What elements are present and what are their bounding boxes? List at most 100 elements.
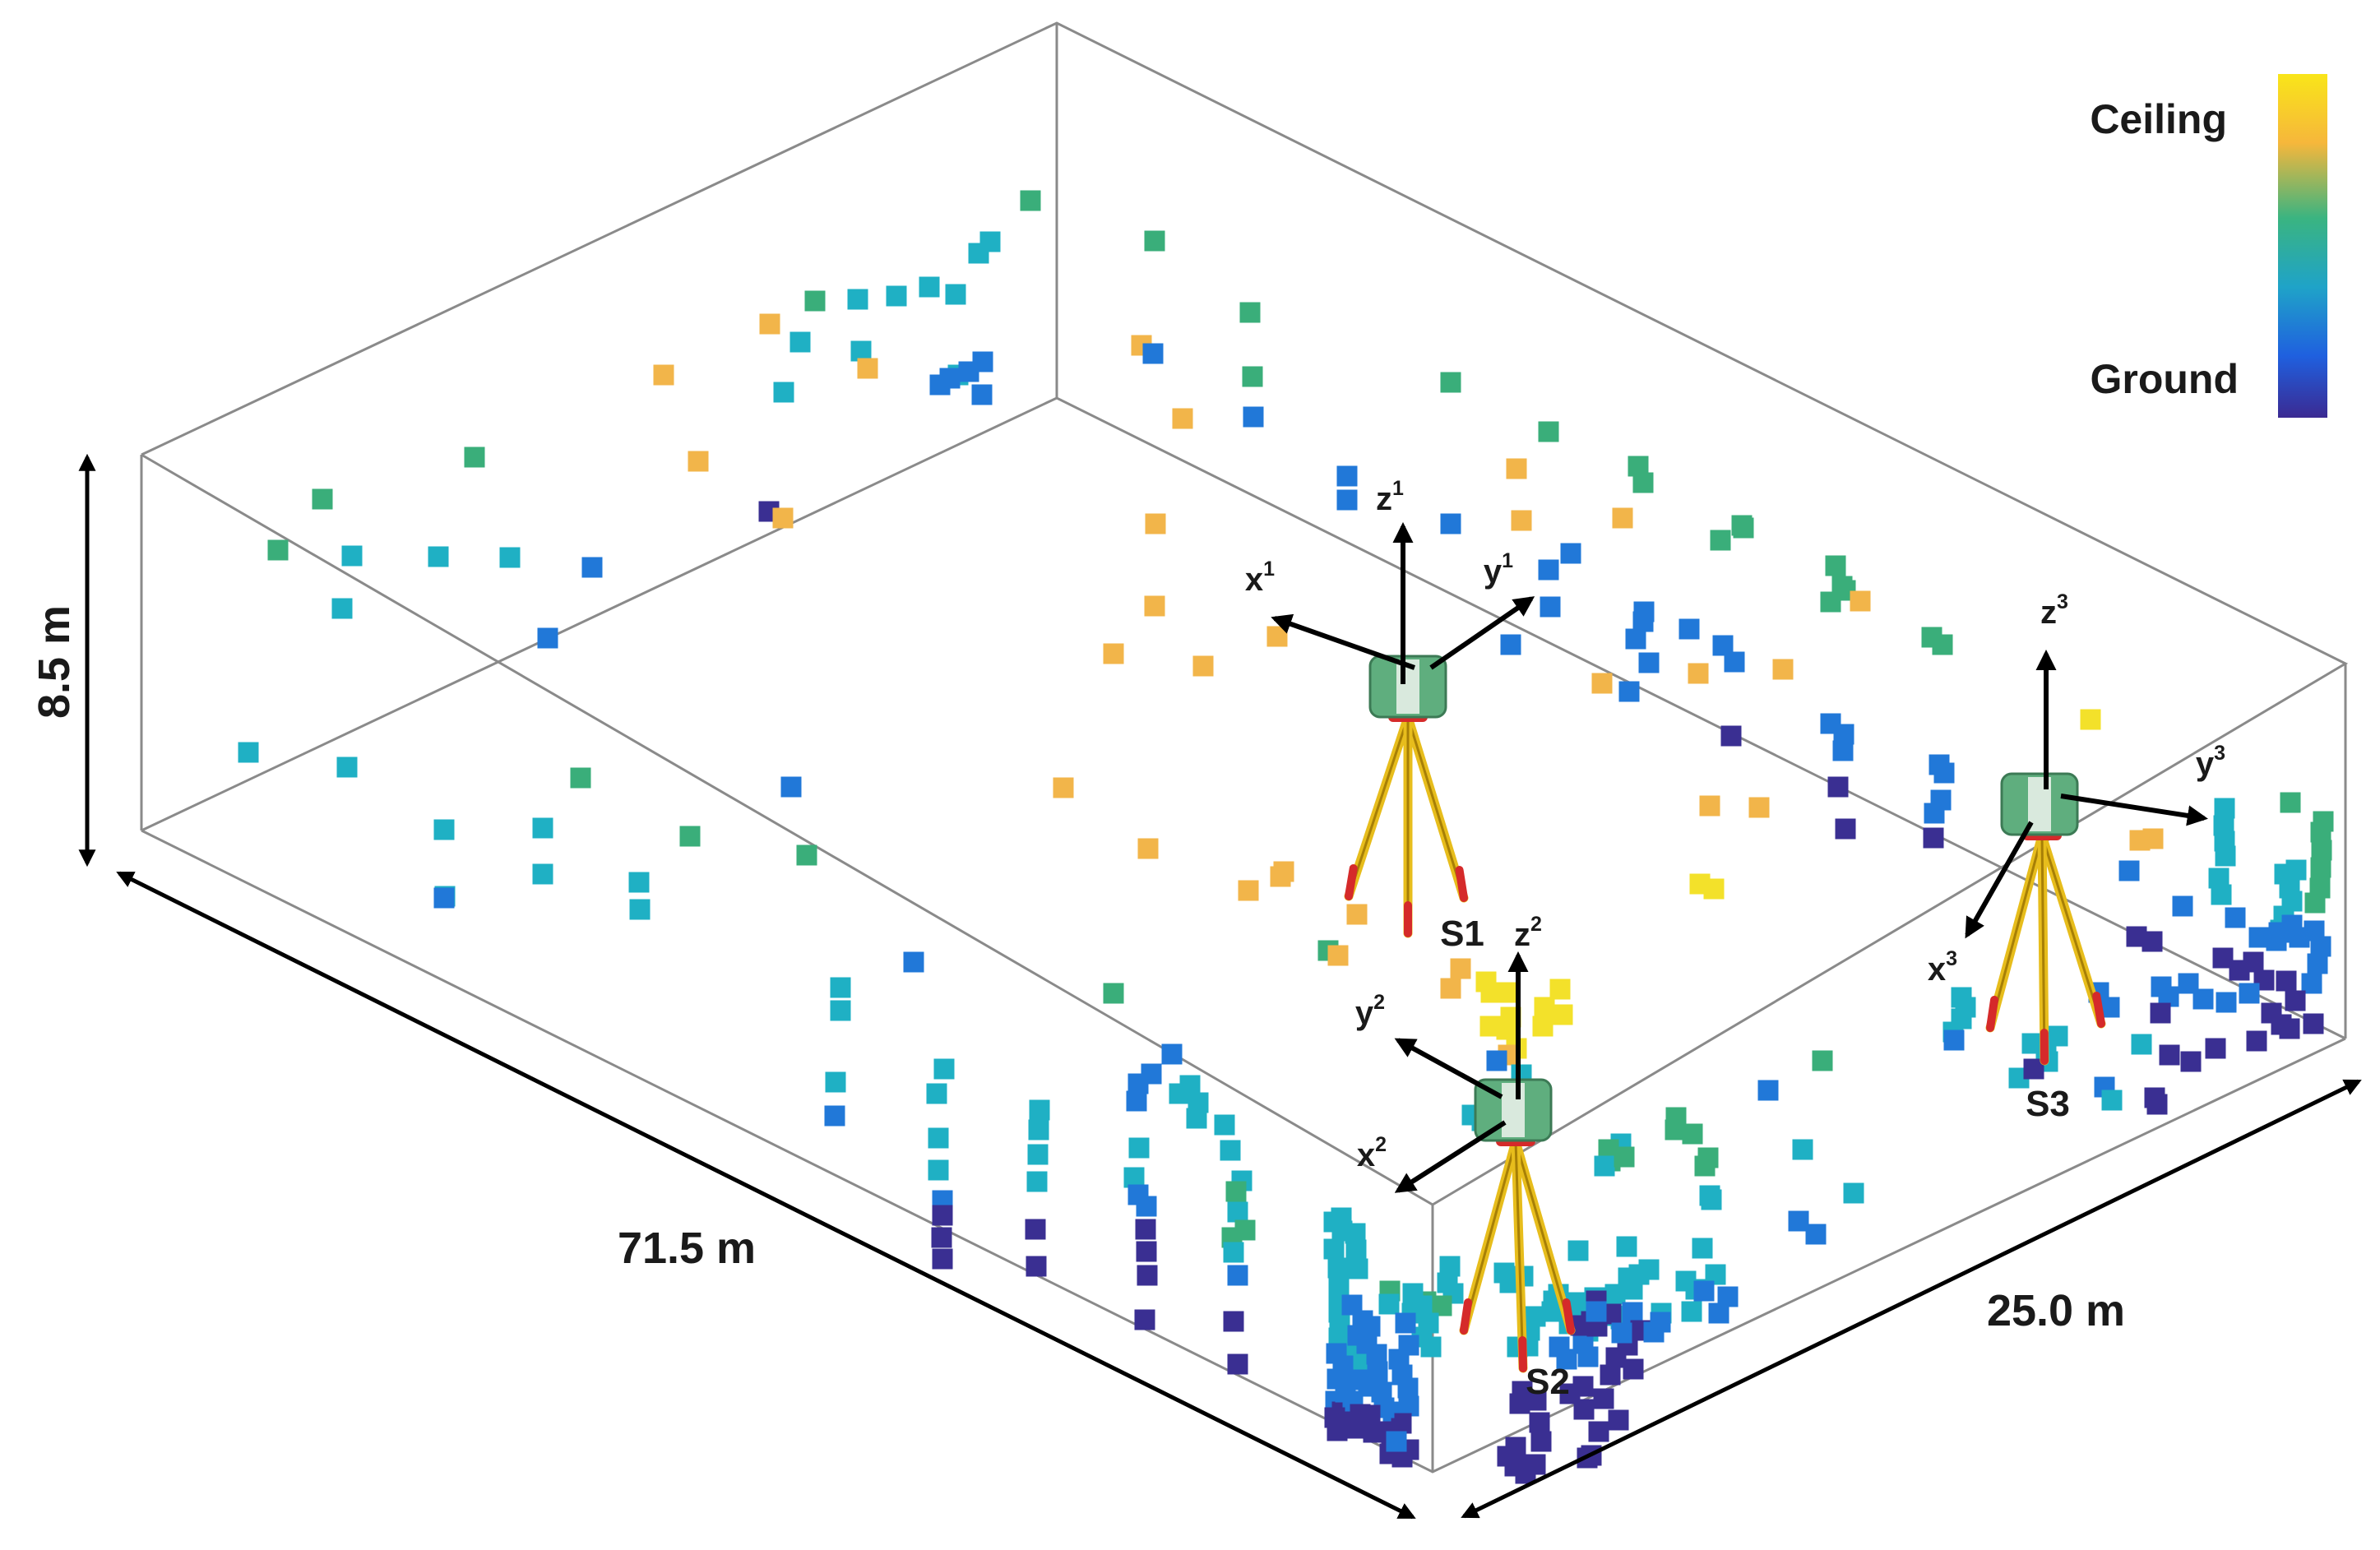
scan-point (238, 742, 259, 763)
scan-point (267, 539, 289, 561)
scan-point (2280, 792, 2301, 813)
scan-point (1486, 1050, 1507, 1071)
scan-point (1534, 997, 1555, 1018)
scan-point (532, 817, 553, 839)
scan-point (1327, 1257, 1349, 1279)
axis-label-y2: y2 (1355, 991, 1385, 1031)
tripod-foot (1562, 1298, 1575, 1335)
scan-point (1420, 1336, 1442, 1358)
axis-label-base: x (1928, 951, 1946, 988)
station-label: S3 (2026, 1084, 2070, 1124)
scan-point (2146, 1094, 2168, 1115)
scan-point (1266, 626, 1288, 647)
tripod-foot (2092, 992, 2105, 1028)
scan-point (1625, 628, 1646, 650)
scan-point (1588, 1421, 1609, 1442)
scan-point (825, 1071, 846, 1093)
axis-label-superscript: 1 (1392, 477, 1404, 500)
scan-point (1733, 517, 1754, 539)
scan-point (2304, 892, 2326, 914)
scan-point (886, 285, 907, 307)
scan-point (1681, 1301, 1702, 1322)
length-dimension-arrow (116, 871, 1416, 1520)
scan-point (1126, 1090, 1147, 1112)
axis-label-superscript: 1 (1263, 558, 1275, 581)
scan-point (2142, 931, 2163, 952)
axis-label-y3: y3 (2196, 742, 2225, 782)
scan-point (1500, 634, 1521, 655)
scan-point (1549, 1336, 1570, 1358)
scanner-mirror (1502, 1083, 1525, 1137)
scan-point (1825, 555, 1846, 576)
tripod-foot (1460, 1298, 1473, 1335)
axis-label-x1: x1 (1245, 558, 1275, 598)
scan-point (2311, 840, 2332, 861)
scan-point (1511, 510, 1532, 531)
scan-point (2151, 976, 2172, 997)
scan-point (1694, 1155, 1716, 1177)
scan-point (2142, 828, 2164, 849)
scan-point (2131, 1034, 2152, 1055)
scan-point (1692, 1238, 1713, 1259)
scan-point (2229, 960, 2250, 981)
axis-label-superscript: 1 (1502, 549, 1513, 572)
scan-point (1026, 1256, 1047, 1277)
station-label: S1 (1440, 914, 1484, 954)
scan-point (1560, 543, 1581, 564)
scan-point (1450, 958, 1471, 979)
scan-point (789, 331, 811, 353)
scan-point (1703, 878, 1725, 900)
scan-point (971, 384, 993, 405)
axis-label-superscript: 3 (1946, 947, 1957, 970)
scan-point (1693, 1280, 1715, 1302)
station-label: S2 (1526, 1362, 1570, 1402)
scan-point (1832, 740, 1854, 761)
scan-point (1943, 1029, 1965, 1051)
scan-point (1757, 1080, 1779, 1101)
scan-point (1169, 1083, 1190, 1104)
scan-point (1724, 651, 1745, 673)
scan-point (464, 446, 485, 468)
scan-point (2080, 709, 2101, 730)
scan-point (1699, 795, 1720, 817)
scan-point (1227, 1201, 1248, 1223)
scan-point (2301, 973, 2322, 994)
scan-point (933, 1058, 955, 1080)
tripod-foot (1455, 866, 1468, 902)
axis-label-superscript: 2 (1375, 1133, 1387, 1156)
tripod-leg-shade (1462, 1141, 1517, 1331)
scan-point (2180, 1051, 2202, 1072)
scan-point (931, 1227, 952, 1248)
axis-arrow-y1 (1429, 596, 1535, 670)
scan-point (570, 767, 591, 789)
scan-point (2178, 973, 2199, 994)
scan-point (1932, 634, 1953, 655)
scan-point (1612, 507, 1633, 529)
scan-point (2271, 1014, 2292, 1035)
tripod-leg-shade (2040, 835, 2103, 1025)
colorbar-gradient (2278, 74, 2327, 418)
scan-point (773, 382, 794, 403)
axis-label-superscript: 2 (1530, 913, 1542, 936)
scan-point (1708, 1302, 1729, 1324)
scan-point (2216, 992, 2237, 1013)
tripod-leg-shade (2040, 835, 2046, 1062)
scan-point (2101, 1090, 2123, 1111)
scan-point (932, 1205, 953, 1226)
scan-point (1214, 1114, 1235, 1136)
scan-point (926, 1083, 947, 1104)
height-dimension-label: 8.5 m (30, 605, 79, 719)
scan-point (532, 863, 553, 885)
axis-arrow-x3 (1965, 821, 2034, 939)
scan-point (1933, 762, 1955, 784)
width-dimension-label: 25.0 m (1987, 1286, 2125, 1335)
scan-point (1506, 458, 1527, 479)
scan-point (2248, 927, 2270, 948)
scan-point (1827, 776, 1849, 798)
scan-point (759, 313, 780, 335)
scan-point (2310, 821, 2331, 843)
scan-point (1134, 1309, 1155, 1330)
